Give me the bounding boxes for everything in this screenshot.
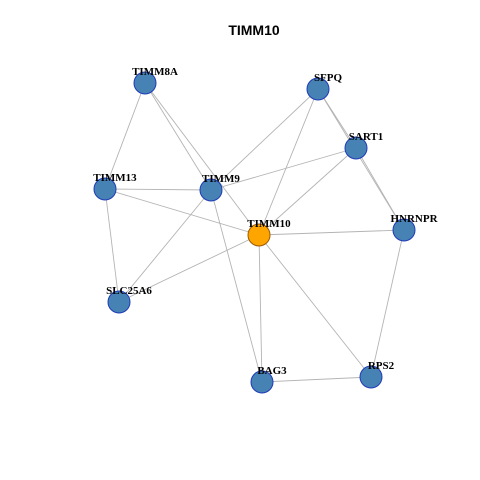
- node-label: TIMM13: [93, 172, 137, 184]
- node-rps2: RPS2: [359, 360, 395, 389]
- edge-timm13-timm9: [104, 188, 212, 191]
- edge-timm8a-timm10: [144, 82, 260, 236]
- node-label: RPS2: [368, 360, 395, 372]
- edge-sart1-hnrnpr: [355, 147, 405, 231]
- edge-timm13-slc25a6: [104, 188, 120, 303]
- node-circle: [133, 71, 157, 95]
- node-circle: [359, 365, 383, 389]
- node-circle: [93, 177, 117, 201]
- node-label: TIMM10: [247, 218, 291, 230]
- node-label: TIMM9: [202, 173, 240, 185]
- edge-timm10-hnrnpr: [258, 229, 405, 236]
- edge-timm10-slc25a6: [118, 234, 260, 303]
- node-timm13: TIMM13: [93, 172, 137, 201]
- node-circle: [392, 218, 416, 242]
- edge-sfpq-timm9: [210, 88, 319, 191]
- edge-timm10-bag3: [258, 234, 263, 383]
- edge-timm13-timm10: [104, 188, 260, 236]
- node-timm9: TIMM9: [199, 173, 240, 202]
- node-circle: [344, 136, 368, 160]
- node-slc25a6: SLC25A6: [106, 285, 152, 314]
- edge-sfpq-hnrnpr: [317, 88, 405, 231]
- node-sfpq: SFPQ: [306, 72, 343, 101]
- edge-bag3-rps2: [261, 376, 372, 383]
- node-circle: [250, 370, 274, 394]
- edge-timm10-rps2: [258, 234, 372, 378]
- edge-layer: [104, 82, 405, 383]
- node-label: TIMM8A: [132, 66, 178, 78]
- edge-sfpq-timm10: [258, 88, 319, 236]
- diagram-title: TIMM10: [228, 22, 280, 38]
- node-circle: [199, 178, 223, 202]
- node-circle: [107, 290, 131, 314]
- node-label: HNRNPR: [390, 213, 438, 225]
- edge-timm8a-timm9: [144, 82, 212, 191]
- edge-hnrnpr-rps2: [370, 229, 405, 378]
- node-timm8a: TIMM8A: [132, 66, 178, 95]
- node-label: SLC25A6: [106, 285, 152, 297]
- node-circle: [247, 223, 271, 247]
- node-hnrnpr: HNRNPR: [390, 213, 439, 242]
- edge-timm9-bag3: [210, 189, 263, 383]
- node-bag3: BAG3: [250, 365, 287, 394]
- edge-timm8a-timm13: [104, 82, 146, 190]
- node-label: SART1: [349, 131, 383, 143]
- node-circle: [306, 77, 330, 101]
- node-sart1: SART1: [344, 131, 383, 160]
- node-label: SFPQ: [314, 72, 343, 84]
- edge-sart1-timm9: [210, 147, 357, 191]
- edge-timm9-slc25a6: [118, 189, 212, 303]
- edge-sart1-timm10: [258, 147, 357, 236]
- node-timm10: TIMM10: [247, 218, 291, 247]
- node-label: BAG3: [257, 365, 287, 377]
